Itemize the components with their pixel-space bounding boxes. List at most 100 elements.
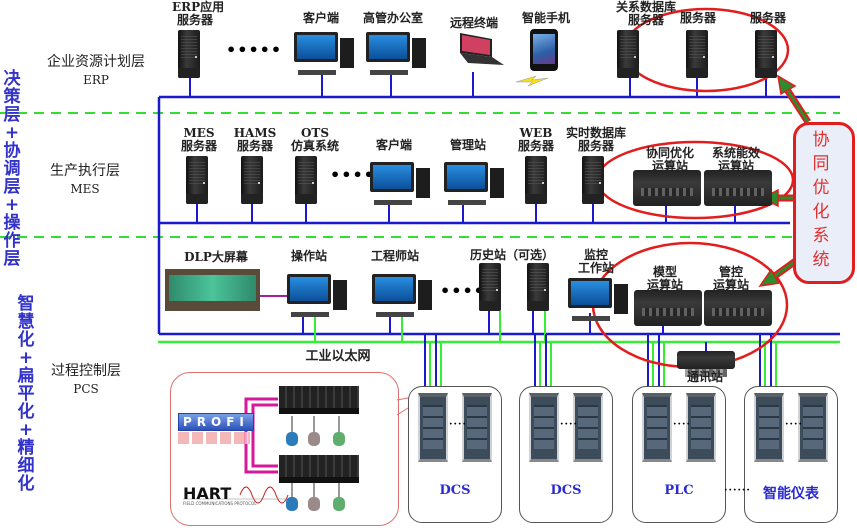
ellipsis: ······ [724,485,751,496]
industrial-pc-icon[interactable] [704,290,772,326]
group-label: DCS [439,483,471,498]
label-line: 实时数据库 [565,126,626,140]
server-icon[interactable] [241,156,263,204]
server-icon[interactable] [582,156,604,204]
flowmeter-icon [286,432,298,446]
executive-office-label: 高管办公室 [362,11,423,25]
control-cabinet-icon [754,393,784,462]
client-label: 客户端 [302,11,339,25]
smart-instrument-uplink [759,334,777,390]
server-label: 服务器 [679,11,716,25]
profibus-logo-base [178,432,250,444]
side-label-char: 协 [3,141,21,161]
server-icon[interactable] [527,263,549,311]
ellipsis: ···· [449,419,467,430]
label-line: 关系数据库 [615,0,676,14]
layer-abbr: ERP [83,73,109,87]
side-label-char: + [18,420,34,440]
label-line: 工作站 [577,261,614,275]
control-cabinet-icon [686,393,716,462]
valve-icon [308,432,320,446]
industrial-pc-icon[interactable] [634,290,702,326]
side-label-char: 化 [17,330,35,350]
layer-label-mes: 生产执行层 MES [30,162,140,198]
collab-optimization-station-label: 协同优化运算站 [640,147,700,173]
collab-label-char: 系 [812,226,830,246]
relational-db-server-label: 关系数据库服务器 [610,1,682,27]
side-label-char: 层 [3,177,21,197]
io-rack-icon [279,386,359,414]
label-line: WEB [519,126,553,140]
industrial-pc-icon[interactable] [633,170,701,206]
industrial-pc-icon[interactable] [704,170,772,206]
label-line: MES [183,126,215,140]
ellipsis: ···· [785,419,803,430]
fieldbus-detail-box [170,372,399,526]
desktop-pc-icon[interactable] [372,274,434,322]
profibus-logo: PROFI [178,413,254,431]
label-line: 服务器 [180,139,217,153]
desktop-pc-icon[interactable] [568,278,630,326]
label-line: 运算站 [646,278,683,292]
arrow-to-erp [776,74,811,124]
desktop-pc-icon[interactable] [370,162,432,210]
collab-label-char: 协 [812,130,830,150]
layer-label-pcs: 过程控制层 PCS [40,362,132,398]
layer-name: 生产执行层 [50,163,120,179]
server-icon[interactable] [686,30,708,78]
side-label-decision-coordination-operation: 决策层+协调层+操作层 [2,70,22,268]
server-icon[interactable] [755,30,777,78]
desktop-pc-icon[interactable] [287,274,349,322]
realtime-db-server-label: 实时数据库服务器 [560,127,632,153]
side-label-char: 智 [17,294,35,314]
control-cabinet-icon [462,393,492,462]
remote-terminal-label: 远程终端 [449,16,498,30]
model-computing-station-label: 模型运算站 [640,266,690,292]
management-station-label: 管理站 [449,138,486,152]
label-line: 运算站 [712,278,749,292]
label-line: 服务器 [627,13,664,27]
dlp-screen-label: DLP大屏幕 [184,250,248,264]
side-label-char: 细 [17,456,35,476]
label-line: 服务器 [236,139,273,153]
collab-optimization-system-box[interactable] [793,122,855,284]
wireless-bolt-icon [515,75,549,87]
control-cabinet-icon [418,393,448,462]
desktop-pc-icon[interactable] [444,162,506,210]
collab-label-char: 优 [812,178,830,198]
comm-station-label: 通讯站 [686,370,723,384]
label-line: 管控 [718,265,743,279]
smartphone-icon[interactable] [530,29,558,71]
layer-abbr: MES [70,182,100,196]
display-wall-icon[interactable] [165,269,260,311]
desktop-pc-icon[interactable] [366,32,428,80]
group-label: DCS [550,483,582,498]
control-cabinet-icon [573,393,603,462]
server-icon[interactable] [479,263,501,311]
collab-label-char: 化 [812,202,830,222]
transmitter-icon [333,432,345,446]
collab-label-char: 同 [812,154,830,174]
collab-optimization-system-label: 协同优化系统 [793,128,849,272]
comm-station-icon[interactable] [677,351,735,377]
server-icon[interactable] [295,156,317,204]
server-icon[interactable] [186,156,208,204]
side-label-char: 作 [3,231,21,251]
group-label: 智能仪表 [763,486,819,502]
side-label-char: 操 [3,213,21,233]
flowmeter-icon [286,497,298,511]
side-label-char: 化 [17,474,35,494]
control-cabinet-icon [798,393,828,462]
hart-logo: HART [183,484,232,503]
desktop-pc-icon[interactable] [294,32,356,80]
laptop-icon[interactable] [454,31,506,71]
server-icon[interactable] [617,30,639,78]
side-label-char: 平 [17,384,35,404]
server-icon[interactable] [525,156,547,204]
server-icon[interactable] [178,30,200,78]
side-label-char: 决 [3,69,21,89]
history-station-label: 历史站（可选） [470,248,555,262]
